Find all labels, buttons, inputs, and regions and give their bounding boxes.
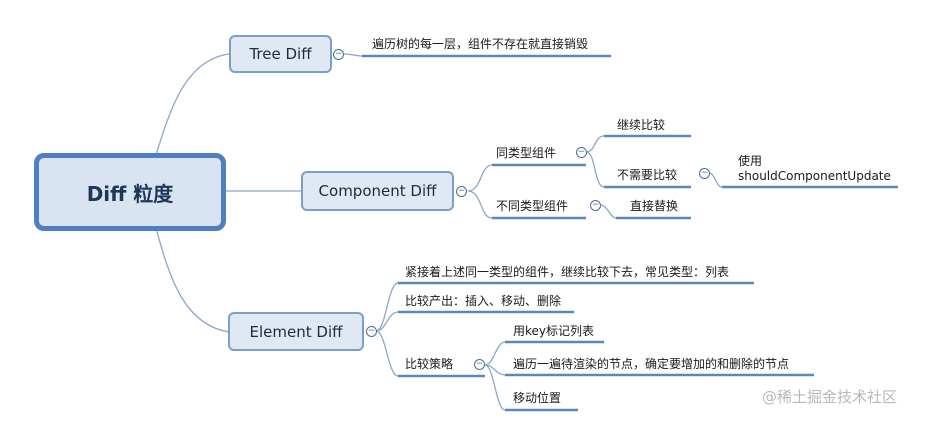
leaf-no-need-compare[interactable]: 不需要比较: [617, 168, 678, 182]
root-node-diff-granularity[interactable]: Diff 粒度: [34, 153, 226, 231]
watermark: @稀土掘金技术社区: [762, 388, 898, 406]
leaf-compare-strategy[interactable]: 比较策略: [405, 357, 454, 371]
leaf-same-type-component[interactable]: 同类型组件: [496, 146, 557, 160]
collapse-component-diff-icon[interactable]: −: [456, 186, 467, 197]
leaf-tree-diff-desc[interactable]: 遍历树的每一层，组件不存在就直接销毁: [372, 37, 589, 51]
branch-element-diff[interactable]: Element Diff: [228, 312, 364, 351]
collapse-different-type-icon[interactable]: −: [590, 200, 601, 211]
branch-element-diff-label: Element Diff: [249, 322, 343, 341]
branch-tree-diff[interactable]: Tree Diff: [229, 35, 332, 73]
leaf-should-component-update[interactable]: 使用 shouldComponentUpdate: [738, 154, 891, 183]
leaf-move-position[interactable]: 移动位置: [513, 391, 562, 405]
leaf-direct-replace[interactable]: 直接替换: [630, 199, 679, 213]
branch-component-diff-label: Component Diff: [318, 182, 437, 200]
leaf-key-mark-list[interactable]: 用key标记列表: [513, 324, 595, 338]
collapse-compare-strategy-icon[interactable]: −: [474, 359, 485, 370]
leaf-different-type-component[interactable]: 不同类型组件: [496, 199, 569, 213]
branch-component-diff[interactable]: Component Diff: [301, 171, 454, 211]
leaf-compare-output[interactable]: 比较产出：插入、移动、删除: [405, 294, 562, 308]
leaf-element-list-compare[interactable]: 紧接着上述同一类型的组件，继续比较下去，常见类型：列表: [405, 265, 730, 279]
collapse-no-need-compare-icon[interactable]: −: [699, 168, 710, 179]
leaf-traverse-nodes[interactable]: 遍历一遍待渲染的节点，确定要增加的和删除的节点: [513, 357, 790, 371]
leaf-continue-compare[interactable]: 继续比较: [617, 118, 666, 132]
collapse-tree-diff-icon[interactable]: −: [333, 49, 344, 60]
branch-tree-diff-label: Tree Diff: [249, 45, 312, 63]
collapse-same-type-icon[interactable]: −: [576, 147, 587, 158]
collapse-element-diff-icon[interactable]: −: [366, 326, 377, 337]
root-label: Diff 粒度: [86, 181, 174, 206]
